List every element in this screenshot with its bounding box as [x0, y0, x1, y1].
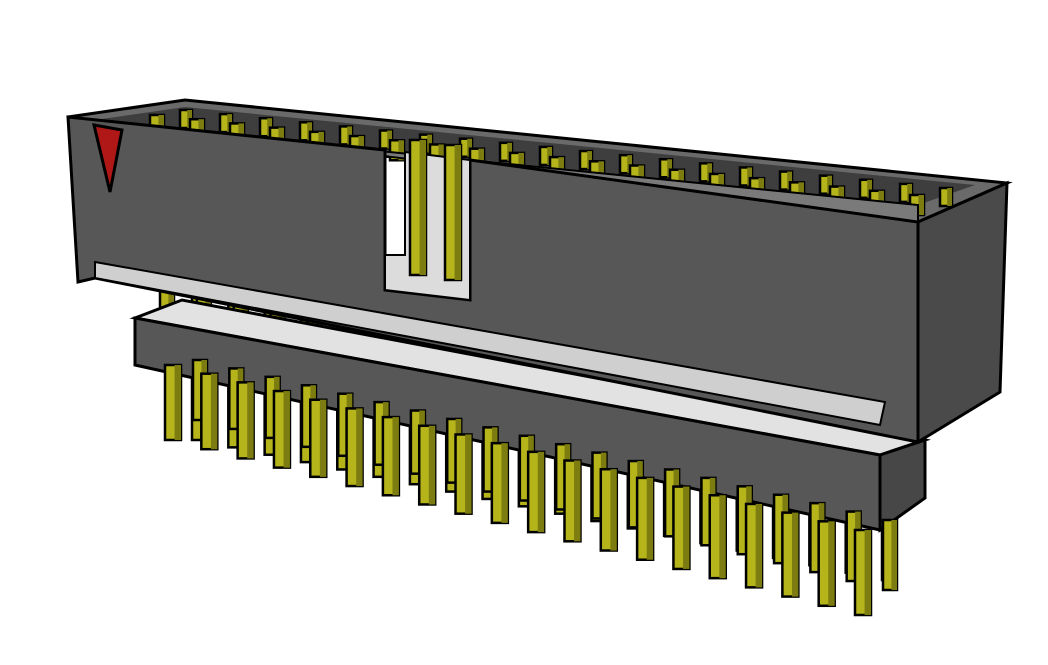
- pin: [635, 476, 655, 561]
- front-row-pin-tails: [163, 358, 899, 617]
- pin: [853, 528, 873, 617]
- pin: [526, 450, 546, 534]
- pin: [417, 424, 437, 506]
- housing-side: [916, 180, 1009, 445]
- pin: [381, 415, 401, 497]
- pin: [817, 520, 836, 608]
- shrouded-housing: [66, 98, 1013, 445]
- pin: [345, 407, 364, 488]
- pin: [408, 138, 428, 277]
- pin: [563, 459, 582, 543]
- pin-tip: [938, 186, 954, 208]
- pin1-marker-icon: [92, 123, 124, 193]
- pin: [309, 398, 328, 479]
- pin: [272, 389, 292, 469]
- pin: [881, 518, 899, 592]
- pin: [454, 433, 473, 515]
- pin-base: [129, 298, 931, 533]
- pin: [490, 441, 510, 525]
- pin: [744, 502, 764, 589]
- pin: [708, 494, 727, 580]
- housing-bottom-lip: [94, 260, 887, 427]
- pin: [781, 511, 800, 598]
- pin: [236, 381, 255, 460]
- housing-front: [66, 115, 920, 444]
- pin: [200, 372, 219, 451]
- pin: [443, 143, 463, 282]
- base-side: [878, 437, 927, 533]
- key-slot-pins: [408, 138, 463, 282]
- pin: [599, 467, 619, 552]
- pin: [672, 485, 691, 571]
- pin: [163, 363, 183, 442]
